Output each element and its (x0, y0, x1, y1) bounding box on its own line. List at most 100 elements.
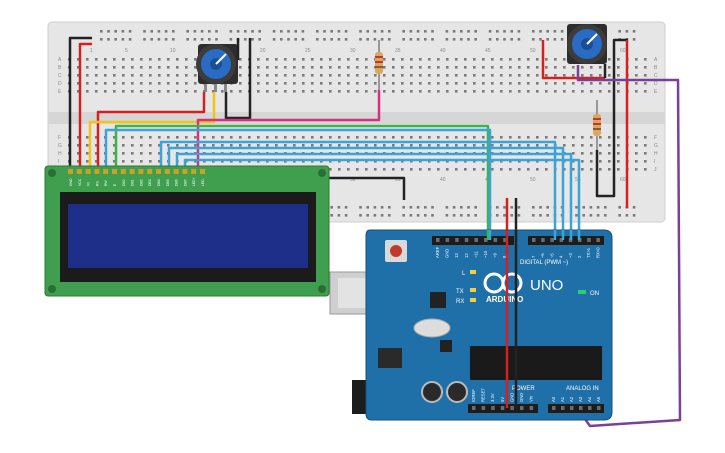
digital-pin-label: ~10 (483, 250, 488, 258)
lcd-pin[interactable] (129, 169, 135, 174)
column-number: 1 (90, 48, 93, 54)
lcd-pin-label: DB0 (122, 179, 126, 186)
wire-black-left (68, 36, 92, 172)
lcd-pin-label: DB6 (175, 179, 179, 186)
digital-pin-label: RX<0 (595, 247, 600, 258)
digital-pin-label: TX>1 (586, 247, 591, 258)
column-number: 20 (260, 48, 266, 54)
lcd-pin[interactable] (173, 169, 179, 174)
potentiometer-left[interactable] (196, 44, 238, 92)
arduino-pin-holes (436, 238, 601, 410)
digital-header-right[interactable] (528, 236, 604, 245)
row-label: F (654, 135, 657, 141)
l-led-label: L (462, 271, 466, 277)
analog-header[interactable] (548, 404, 604, 413)
column-number: 40 (440, 48, 446, 54)
wire-red-left (78, 42, 92, 172)
lcd-pin[interactable] (138, 169, 144, 174)
column-number: 30 (350, 177, 356, 183)
wire-black-right (595, 38, 628, 198)
row-label: B (58, 65, 62, 71)
lcd-pin[interactable] (182, 169, 188, 174)
column-number: 5 (125, 48, 128, 54)
power-pin-label: 5V (500, 397, 505, 402)
lcd-pin-label: E (113, 183, 117, 186)
row-label: J (654, 167, 657, 173)
digital-pin-label: ~3 (568, 253, 573, 258)
row-label: B (654, 65, 658, 71)
lcd-pin[interactable] (191, 169, 197, 174)
row-label: E (654, 89, 658, 95)
lcd-pin[interactable] (120, 169, 126, 174)
row-label: E (58, 89, 62, 95)
digital-pin-label: 4 (559, 255, 564, 258)
column-number: 50 (530, 48, 536, 54)
power-pin-label: GND (509, 393, 514, 402)
power-pin-label: IOREF (471, 389, 476, 402)
rx-led-label: RX (456, 299, 464, 305)
lcd-pin-label: LED+ (192, 177, 196, 186)
arduino-uno[interactable]: ARDUINO UNO ON L TX RX DIGITAL (PWM ~) P… (329, 229, 613, 421)
column-number: 50 (530, 177, 536, 183)
row-label: F (58, 135, 61, 141)
main-chip (470, 346, 602, 380)
row-label: H (58, 151, 62, 157)
lcd-pin-label: DB7 (183, 179, 187, 186)
wires-breadboard[interactable] (68, 36, 682, 428)
resistor-top[interactable] (375, 40, 383, 90)
lcd-pin-label: VCC (78, 178, 82, 186)
lcd-pin[interactable] (112, 169, 117, 174)
column-number: 25 (305, 48, 311, 54)
analog-pin-label: A2 (569, 396, 574, 402)
on-label: ON (590, 291, 599, 297)
column-number: 30 (350, 48, 356, 54)
column-number: 45 (485, 48, 491, 54)
lcd-pin[interactable] (76, 169, 82, 174)
wire-blue-3 (167, 146, 565, 238)
digital-label: DIGITAL (PWM ~) (520, 260, 568, 266)
lcd-pin-label: DB5 (166, 179, 170, 186)
lcd-pin-label: RS (95, 181, 99, 186)
lcd-pin[interactable] (164, 169, 170, 174)
lcd-pin[interactable] (200, 169, 205, 174)
power-pin-label: 3.3V (490, 393, 495, 402)
row-label: I (654, 159, 655, 165)
analog-label: ANALOG IN (566, 386, 599, 392)
digital-header-left[interactable] (432, 236, 514, 245)
row-label: H (654, 151, 658, 157)
digital-pin-label: ~6 (540, 253, 545, 258)
row-label: C (58, 73, 62, 79)
resistor-right[interactable] (593, 100, 601, 150)
lcd-pin-label: DB4 (157, 179, 161, 186)
lcd-pin-label: DB3 (148, 179, 152, 186)
power-pin-label: RESET (481, 388, 486, 402)
lcd-pin[interactable] (68, 169, 73, 174)
digital-pin-label: 2 (577, 255, 582, 258)
digital-pin-label: 13 (454, 253, 459, 258)
digital-pin-label: ~5 (549, 253, 554, 258)
column-number: 35 (395, 177, 401, 183)
analog-pin-label: A1 (560, 396, 565, 402)
row-label: D (654, 81, 658, 87)
row-label: G (654, 143, 658, 149)
column-number: 60 (620, 177, 626, 183)
potentiometer-right[interactable] (567, 24, 607, 64)
wire-red-lcd (96, 92, 206, 172)
lcd-pin-label: RW (104, 180, 108, 186)
digital-pin-label: ~11 (473, 251, 478, 258)
lcd-pin[interactable] (94, 169, 100, 174)
lcd-pin[interactable] (147, 169, 153, 174)
row-label: G (58, 143, 62, 149)
lcd-pin[interactable] (156, 169, 161, 174)
analog-pin-label: A0 (551, 396, 556, 402)
lcd-pin[interactable] (85, 169, 91, 174)
digital-pin-label: GND (445, 249, 450, 258)
arduino-logo-icon (483, 272, 523, 294)
lcd-pin[interactable] (103, 169, 109, 174)
row-label: C (654, 73, 658, 79)
digital-pin-label: ~9 (493, 253, 498, 258)
